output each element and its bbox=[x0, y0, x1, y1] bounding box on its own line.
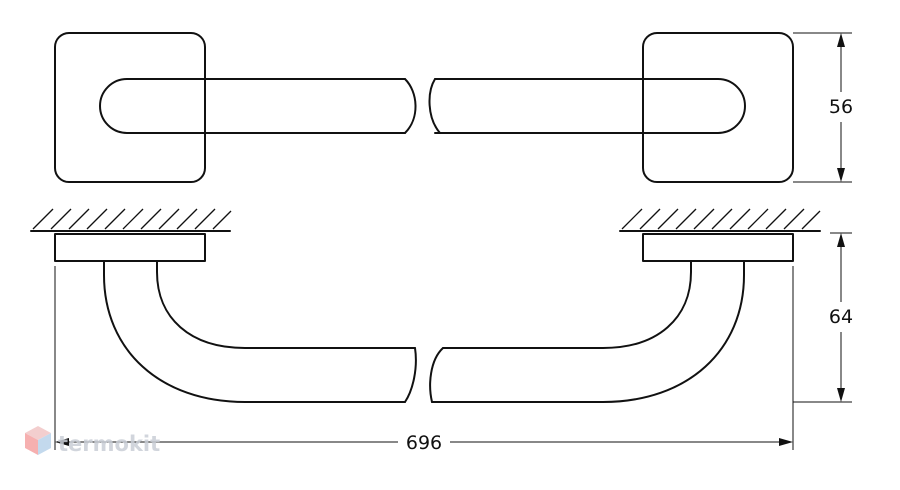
left-arm-inner bbox=[156, 260, 416, 349]
bar-right-segment-top bbox=[434, 78, 746, 134]
right-arm-inner bbox=[442, 260, 692, 349]
logo-cube-left bbox=[25, 433, 38, 455]
dimension-label-696: 696 bbox=[406, 432, 442, 454]
dimension-64: 64 bbox=[793, 232, 853, 403]
right-arm-outer bbox=[431, 260, 745, 403]
top-view bbox=[54, 32, 794, 183]
left-mount-plate-side bbox=[54, 233, 206, 262]
left-arm-outer bbox=[103, 260, 406, 403]
wall-hatch-right bbox=[621, 208, 821, 230]
right-mount-plate-top bbox=[642, 32, 794, 183]
right-arm-break bbox=[429, 347, 444, 403]
left-mount-plate-top bbox=[54, 32, 206, 183]
right-mount-plate-side bbox=[642, 233, 794, 262]
bar-right-break-top bbox=[428, 78, 441, 134]
wall-hatch-left bbox=[32, 208, 232, 230]
logo-cube-right bbox=[38, 433, 51, 455]
dimension-56: 56 bbox=[793, 32, 853, 183]
left-arm-break bbox=[404, 347, 417, 403]
watermark-text: termokit bbox=[58, 432, 160, 456]
side-view bbox=[30, 208, 821, 403]
dimension-label-64: 64 bbox=[829, 306, 853, 328]
dimension-label-56: 56 bbox=[829, 96, 853, 118]
dimension-696: 696 bbox=[54, 266, 794, 454]
bar-left-break-top bbox=[404, 78, 417, 134]
bar-left-segment-top bbox=[99, 78, 406, 134]
watermark-logo: termokit bbox=[25, 426, 160, 456]
